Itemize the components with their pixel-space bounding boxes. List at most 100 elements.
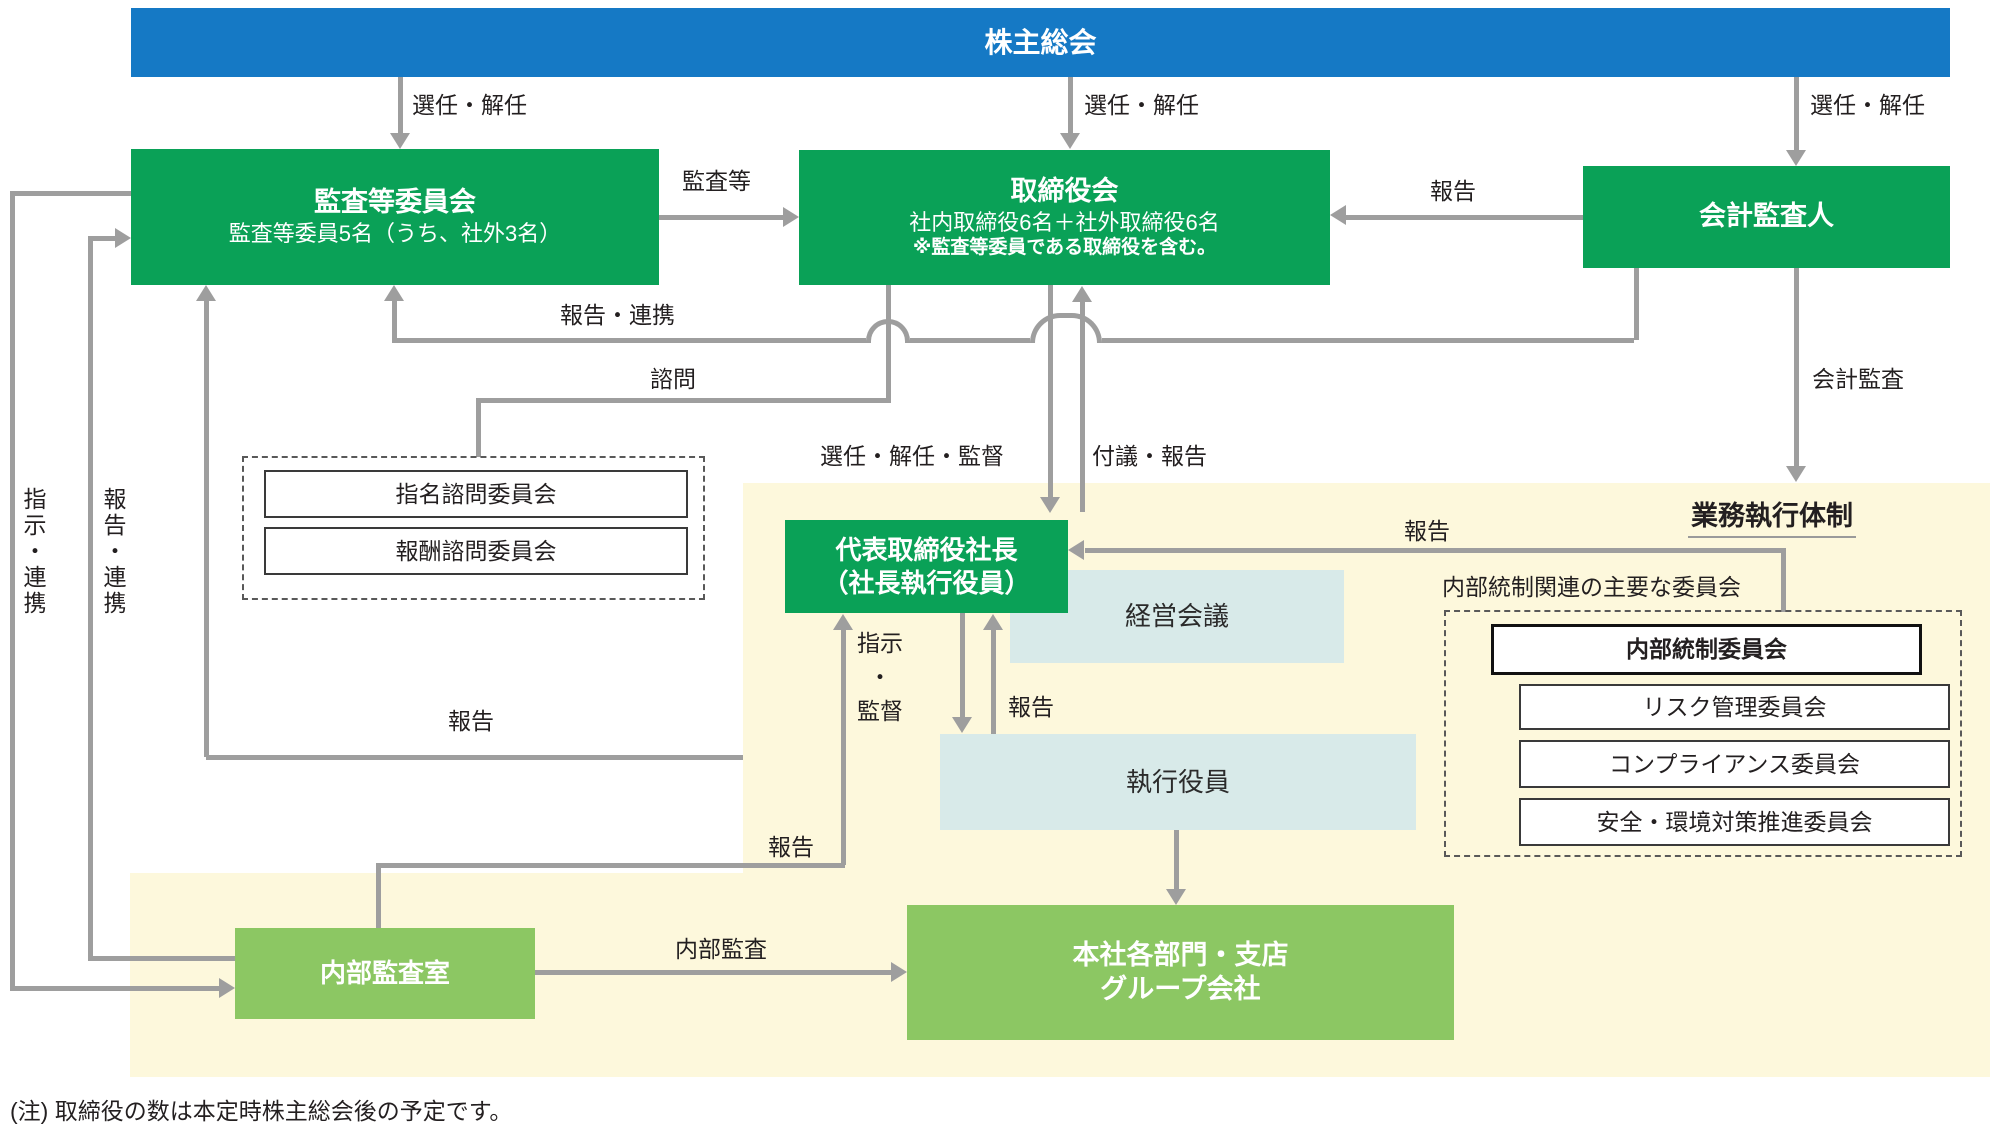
node-shareholders-meeting: 株主総会	[131, 8, 1950, 77]
label-line: 指示	[857, 630, 903, 656]
arrowhead	[983, 614, 1003, 630]
connector-appoint-board	[1068, 77, 1073, 134]
arrowhead	[833, 614, 853, 630]
arrowhead	[1330, 205, 1346, 225]
label-appoint-supervise: 選任・解任・監督	[820, 443, 1004, 469]
arrowhead	[1786, 466, 1806, 482]
connector-ia-report-v1	[376, 865, 381, 928]
connector-report-coop2-h2	[88, 236, 115, 241]
connector-accounting-audit	[1794, 268, 1799, 467]
node-label: 報酬諮問委員会	[395, 537, 557, 564]
connector-report-coop-v-left	[392, 300, 397, 343]
node-internal-audit-office: 内部監査室	[235, 928, 535, 1019]
arrowhead	[1060, 133, 1080, 149]
label-accounting-audit: 会計監査	[1812, 366, 1904, 392]
internal-control-container: 内部統制委員会 リスク管理委員会 コンプライアンス委員会 安全・環境対策推進委員…	[1444, 610, 1962, 857]
node-subtitle: （社長執行役員）	[822, 567, 1031, 598]
connector-instruct-coop-v	[10, 191, 15, 990]
connector-ia-report-v2	[841, 630, 846, 865]
arrowhead	[1072, 286, 1092, 302]
connector-instruct-supervise	[960, 613, 965, 717]
node-footnote: ※監査等委員である取締役を含む。	[912, 237, 1217, 259]
arrowhead	[1068, 540, 1084, 560]
connector-audit-etc	[659, 215, 783, 220]
label-ia-report: 報告	[768, 834, 814, 860]
label-exec-area-report: 報告	[448, 708, 494, 734]
label-exec-report: 報告	[1008, 694, 1054, 720]
connector-report-coop-v-right	[1634, 268, 1639, 340]
node-board-of-directors: 取締役会 社内取締役6名＋社外取締役6名 ※監査等委員である取締役を含む。	[799, 150, 1330, 285]
arrowhead	[390, 133, 410, 149]
node-label: コンプライアンス委員会	[1609, 750, 1860, 777]
arrowhead	[115, 228, 131, 248]
connector-exec-report	[991, 630, 996, 734]
label-report-coop: 報告・連携	[560, 302, 675, 328]
label-report-coop-vertical: 報告・連携	[100, 487, 126, 617]
node-internal-control-committee: 内部統制委員会	[1491, 624, 1922, 675]
node-title: 監査等委員会	[314, 187, 476, 218]
node-label: 指名諮問委員会	[395, 480, 557, 507]
label-instruct-coop-vertical: 指示・連携	[20, 487, 46, 617]
node-subtitle: グループ会社	[1100, 973, 1261, 1004]
node-nomination-committee: 指名諮問委員会	[264, 470, 688, 518]
label-appoint-dismiss-1: 選任・解任	[412, 92, 527, 118]
connector-consult-h	[478, 398, 891, 403]
node-title: 本社各部門・支店	[1072, 939, 1289, 970]
connector-report-coop2-v	[88, 236, 93, 958]
connector-committees-report-v	[1781, 548, 1786, 612]
label-instruct-supervise: 指示 ・ 監督	[845, 626, 915, 728]
label-committees-report: 報告	[1404, 518, 1450, 544]
node-remuneration-committee: 報酬諮問委員会	[264, 527, 688, 575]
connector-hop	[1030, 313, 1102, 343]
arrowhead	[1040, 497, 1060, 513]
label-consult: 諮問	[650, 366, 696, 392]
label-auditor-report: 報告	[1430, 178, 1476, 204]
connector-exec-hq	[1174, 830, 1179, 890]
arrowhead	[891, 962, 907, 982]
connector-ia-report-h	[376, 863, 845, 868]
connector-instruct-coop-h1	[10, 191, 131, 196]
connector-submit-report	[1080, 302, 1085, 512]
node-label: リスク管理委員会	[1642, 693, 1827, 720]
connector-instruct-coop-h2	[10, 986, 219, 991]
node-executive-officers: 執行役員	[940, 734, 1416, 830]
heading-internal-control: 内部統制関連の主要な委員会	[1442, 574, 1741, 600]
arrowhead	[783, 207, 799, 227]
label-line: 監督	[857, 698, 903, 724]
arrowhead	[1166, 889, 1186, 905]
node-accounting-auditor: 会計監査人	[1583, 166, 1950, 268]
connector-committees-report-h	[1085, 548, 1783, 553]
connector-auditor-report-board	[1346, 215, 1583, 220]
node-subtitle: 監査等委員5名（うち、社外3名）	[228, 221, 562, 247]
advisory-committees-container: 指名諮問委員会 報酬諮問委員会	[242, 456, 705, 600]
arrowhead	[196, 285, 216, 301]
node-label: 内部統制委員会	[1626, 636, 1787, 663]
arrowhead	[952, 717, 972, 733]
connector-internal-audit	[535, 970, 891, 975]
node-title: 代表取締役社長	[835, 535, 1018, 565]
connector-report-coop-h2	[910, 338, 1030, 343]
node-label: 内部監査室	[319, 958, 450, 989]
node-subtitle: 社内取締役6名＋社外取締役6名	[909, 209, 1220, 235]
label-appoint-dismiss-3: 選任・解任	[1810, 92, 1925, 118]
arrowhead	[384, 285, 404, 301]
connector-exec-report-ac-h	[206, 755, 743, 760]
connector-appoint-supervise	[1048, 285, 1053, 498]
node-title: 取締役会	[1010, 176, 1119, 206]
node-label: 会計監査人	[1699, 201, 1834, 232]
label-appoint-dismiss-2: 選任・解任	[1084, 92, 1199, 118]
node-audit-committee: 監査等委員会 監査等委員5名（うち、社外3名）	[131, 149, 659, 285]
connector-consult-v2	[476, 398, 481, 457]
node-risk-management-committee: リスク管理委員会	[1519, 684, 1950, 730]
node-compliance-committee: コンプライアンス委員会	[1519, 740, 1950, 788]
connector-report-coop2-h1	[88, 956, 235, 961]
node-president: 代表取締役社長 （社長執行役員）	[785, 520, 1068, 613]
label-line: ・	[868, 664, 892, 690]
connector-exec-report-ac-v	[204, 300, 209, 757]
arrowhead	[219, 978, 235, 998]
label-submit-report: 付議・報告	[1092, 443, 1207, 469]
node-label: 株主総会	[984, 27, 1097, 58]
node-label: 執行役員	[1125, 766, 1230, 797]
diagram-footnote: (注) 取締役の数は本定時株主総会後の予定です。	[10, 1098, 513, 1124]
